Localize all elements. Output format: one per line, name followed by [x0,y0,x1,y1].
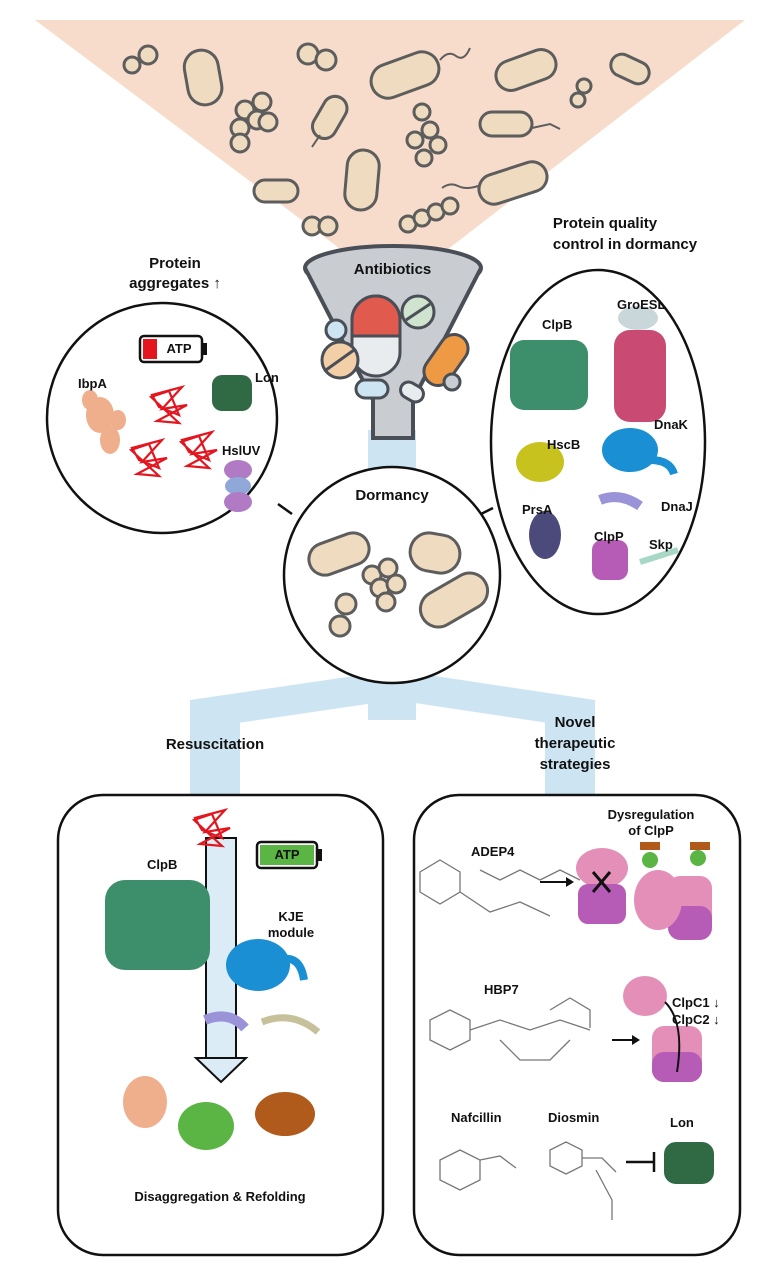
flagella [311,47,561,189]
resuscitation-arrow [193,837,249,1084]
adep4-label: ADEP4 [471,844,515,859]
antibiotics-label: Antibiotics [353,261,432,278]
battery-full-icon [255,840,322,870]
dormant-bacteria [307,531,490,638]
nafcillin-label: Nafcillin [451,1110,502,1125]
therapy-title-line1: Novel [554,714,596,731]
aggregate-cluster-top [191,807,231,848]
branch-right [545,720,595,800]
nafcillin-structure [439,1149,517,1191]
kje-label-line1: KJE [278,909,304,924]
resusc-structures [105,880,321,1150]
pill-icons [320,294,470,404]
dysregulation-line2: of ClpP [628,823,674,838]
clpp-structures [576,842,712,940]
battery-low-icon [138,334,207,364]
bacteria-population [122,42,651,237]
skp-label: Skp [649,537,673,552]
pqc-structures [510,306,679,580]
kje-label-line2: module [267,925,315,940]
aggregates-title-line1: Protein [149,255,201,272]
dnak-label: DnaK [654,417,688,432]
branch-connector [190,670,595,730]
hsluv-structure [224,460,252,512]
lon-structure [212,375,252,411]
clpc1-label: ClpC1 ↓ [672,995,720,1010]
hbp7-label: HBP7 [484,982,519,997]
diosmin-structure [549,1141,617,1220]
lon-label: Lon [255,370,279,385]
aggregate-clusters [128,384,218,478]
lon-therapy-label: Lon [670,1115,694,1130]
hsluv-label: HslUV [222,443,261,458]
resuscitation-title: Resuscitation [165,736,265,753]
resusc-footer: Disaggregation & Refolding [134,1189,306,1204]
dysregulation-line1: Dysregulation [607,807,695,822]
pqc-title-line2: control in dormancy [552,236,698,253]
clpc2-label: ClpC2 ↓ [672,1012,720,1027]
resusc-clpb-label: ClpB [147,857,178,872]
ibpa-label: IbpA [78,376,107,391]
hbp7-structure [429,997,591,1061]
branch-left [190,720,240,800]
aggregates-title-line2: aggregates ↑ [129,275,221,292]
pqc-title-line1: Protein quality [552,215,658,232]
clpb-label: ClpB [542,317,573,332]
inhibition-icon [626,1152,656,1172]
ibpa-structure [82,390,126,454]
aggregates-connector [277,502,293,516]
clpp-label: ClpP [594,529,624,544]
diosmin-label: Diosmin [548,1110,600,1125]
therapy-title-line3: strategies [539,756,611,773]
prsa-label: PrsA [522,502,553,517]
adep4-structure [419,859,581,917]
groesl-label: GroESL [617,297,666,312]
therapy-title-line2: therapeutic [534,735,616,752]
clpc-structures [623,976,702,1082]
dormancy-label: Dormancy [355,487,429,504]
battery-low-label: ATP [166,341,192,356]
hscb-label: HscB [547,437,581,452]
dnaj-label: DnaJ [661,499,693,514]
lon-therapy-structure [664,1142,714,1184]
battery-full-label: ATP [274,847,300,862]
